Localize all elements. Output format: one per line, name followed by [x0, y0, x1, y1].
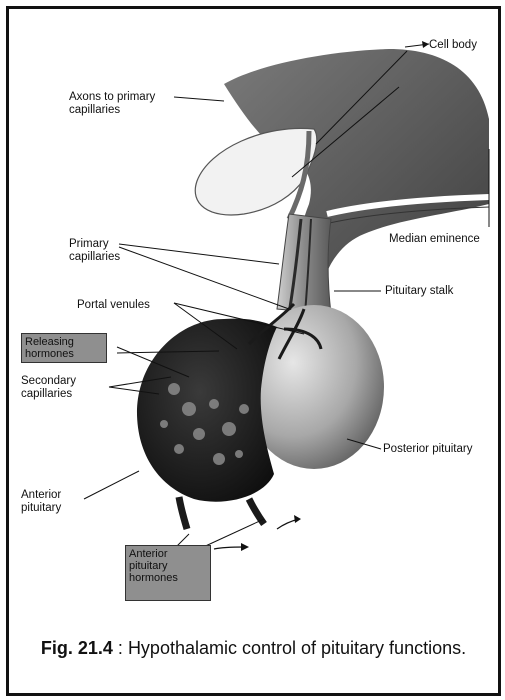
- label-axons: Axons to primary capillaries: [69, 91, 184, 117]
- label-releasing-hormones: Releasing hormones: [21, 333, 107, 363]
- pituitary-stalk: [277, 214, 331, 314]
- label-primary-capillaries: Primary capillaries: [69, 238, 129, 264]
- anterior-pituitary-lobe: [137, 319, 277, 502]
- label-anterior-pituitary: Anterior pituitary: [21, 489, 81, 515]
- figure-frame: Cell body Axons to primary capillaries M…: [6, 6, 501, 696]
- figure-number: Fig. 21.4: [41, 638, 113, 658]
- label-secondary-capillaries: Secondary capillaries: [21, 375, 101, 401]
- caption-text: Hypothalamic control of pituitary functi…: [128, 638, 466, 658]
- label-portal-venules: Portal venules: [77, 299, 150, 312]
- figure-caption: Fig. 21.4 : Hypothalamic control of pitu…: [9, 637, 498, 659]
- label-anterior-pituitary-hormones: Anterior pituitary hormones: [125, 545, 211, 601]
- label-median-eminence: Median eminence: [389, 233, 480, 246]
- label-pituitary-stalk: Pituitary stalk: [385, 285, 453, 298]
- label-cell-body: Cell body: [429, 39, 477, 52]
- diagram-stage: Cell body Axons to primary capillaries M…: [9, 9, 498, 629]
- label-posterior-pituitary: Posterior pituitary: [383, 443, 472, 456]
- caption-separator: :: [113, 638, 128, 658]
